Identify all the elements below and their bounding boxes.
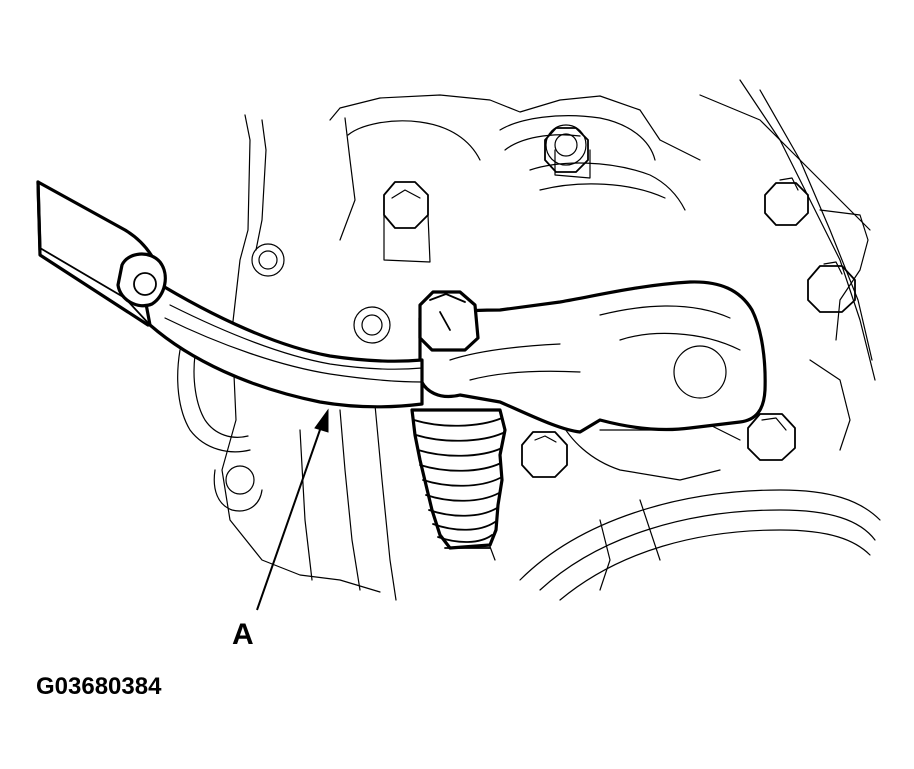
figure-id-label: G03680384 <box>36 673 162 700</box>
bolt-upper-left <box>383 181 431 263</box>
bolt-right-lower <box>747 413 796 461</box>
bolt-upper-center <box>544 127 589 173</box>
bolt-right-middle <box>807 261 856 313</box>
engine-background-outlines <box>177 79 881 601</box>
holder-bolt <box>418 290 480 352</box>
special-tool <box>36 180 424 409</box>
bolt-lower-middle <box>521 431 568 478</box>
callout-label-a: A <box>232 618 254 651</box>
callout-arrow-a <box>256 408 329 611</box>
rocker-arm <box>418 280 767 434</box>
bolt-right-top <box>764 177 809 226</box>
valve-spring <box>410 408 507 550</box>
